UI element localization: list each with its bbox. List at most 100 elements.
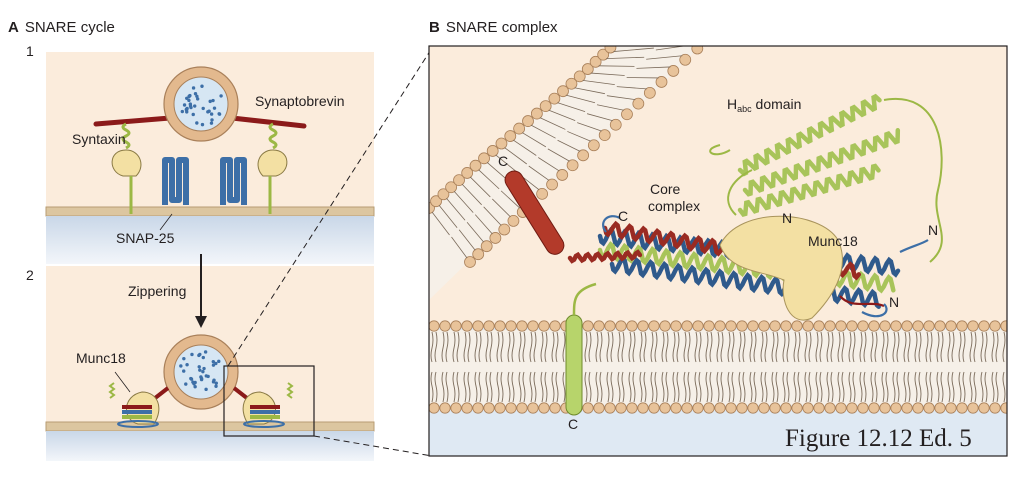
habc-domain-label: Habc domain [727, 96, 801, 114]
c-label-bottom: C [568, 416, 579, 432]
lipid-tail [639, 331, 647, 363]
snap25-leader [159, 213, 173, 231]
lipid-head [461, 320, 473, 332]
lipid-tail [529, 371, 537, 403]
lipid-head [978, 402, 990, 414]
lipid-head [813, 320, 825, 332]
lipid-head [691, 46, 704, 55]
lipid-head [538, 320, 550, 332]
transmitter-dot [211, 359, 216, 364]
lipid-tail [639, 371, 647, 403]
lipid-tail [705, 331, 713, 363]
lipid-tail [650, 331, 658, 363]
lipid-head [593, 320, 605, 332]
lipid-tail [528, 165, 550, 181]
lipid-head [670, 402, 682, 414]
lipid-head [450, 320, 462, 332]
lipid-head [659, 402, 671, 414]
transmitter-dot [217, 359, 221, 364]
lipid-tail [683, 371, 691, 403]
transmitter-dot [211, 98, 215, 103]
lipid-head [934, 402, 946, 414]
lipid-tail [486, 162, 509, 181]
lipid-tail [606, 56, 645, 60]
lipid-tail [914, 371, 922, 403]
snap25-label: SNAP-25 [116, 230, 175, 246]
lipid-tail [606, 331, 614, 363]
lipid-head [505, 320, 517, 332]
lipid-tail [451, 236, 468, 259]
lipid-head [573, 70, 586, 83]
lipid-head [846, 402, 858, 414]
lipid-tail [925, 371, 933, 403]
zippering-label: Zippering [128, 283, 187, 299]
lipid-tail [936, 371, 944, 403]
lipid-tail [452, 371, 460, 403]
lipid-head [593, 402, 605, 414]
lipid-tail [485, 331, 493, 363]
snap25-step1 [162, 157, 247, 205]
lipid-tail [749, 331, 757, 363]
lipid-head [632, 97, 645, 110]
lipid-tail [474, 371, 482, 403]
transmitter-dot [195, 121, 199, 125]
lipid-head [736, 320, 748, 332]
lipid-tail [441, 371, 449, 403]
lipid-head [824, 402, 836, 414]
lipid-tail [738, 371, 746, 403]
transmitter-dot [209, 112, 214, 116]
lipid-head [835, 402, 847, 414]
lipid-tail [892, 331, 900, 363]
lipid-tail [958, 371, 966, 403]
lipid-head [439, 402, 451, 414]
lipid-head [621, 108, 633, 121]
lipid-head [565, 77, 578, 90]
transmitter-dot [185, 106, 189, 111]
lipid-tail [513, 139, 537, 156]
lipid-tail [492, 198, 511, 218]
lipid-tail [518, 371, 526, 403]
lipid-head [681, 320, 693, 332]
lipid-head [522, 115, 534, 127]
lipid-tail [837, 371, 845, 403]
lipid-head [890, 320, 902, 332]
lipid-head [857, 320, 869, 332]
lipid-head [495, 137, 508, 150]
lipid-tail [452, 331, 460, 363]
lipid-head [692, 402, 704, 414]
c-label-top: C [498, 153, 509, 169]
helix [567, 249, 643, 264]
lipid-tail [574, 87, 605, 95]
lipid-tail [584, 371, 592, 403]
lipid-tail [441, 331, 449, 363]
syntaxin-right [257, 122, 288, 214]
transmitter-dot [185, 96, 189, 101]
lipid-tail [458, 229, 476, 251]
lipid-tail [771, 331, 779, 363]
lipid-head [637, 402, 649, 414]
lipid-tail [446, 198, 466, 221]
lipid-tail [760, 331, 768, 363]
lipid-tail [598, 65, 635, 67]
lipid-head [581, 63, 594, 75]
lipid-tail [980, 371, 988, 403]
transmitter-dot [206, 110, 210, 114]
lipid-head [879, 402, 891, 414]
lipid-head [577, 149, 590, 162]
lipid-tail [760, 371, 768, 403]
lipid-tail [716, 371, 724, 403]
lipid-head [516, 402, 528, 414]
lipid-head [480, 240, 493, 253]
lipid-tail [859, 331, 867, 363]
lipid-tail [595, 331, 603, 363]
lipid-tail [507, 331, 515, 363]
panel-b-illustration [429, 46, 1007, 456]
lipid-tail [518, 331, 526, 363]
panel-b-letter: B [429, 19, 440, 36]
lipid-tail [596, 104, 625, 111]
lipid-tail [628, 331, 636, 363]
transmitter-dot [190, 352, 194, 357]
lipid-head [945, 402, 957, 414]
lipid-tail [837, 331, 845, 363]
lipid-tail [1002, 371, 1007, 403]
